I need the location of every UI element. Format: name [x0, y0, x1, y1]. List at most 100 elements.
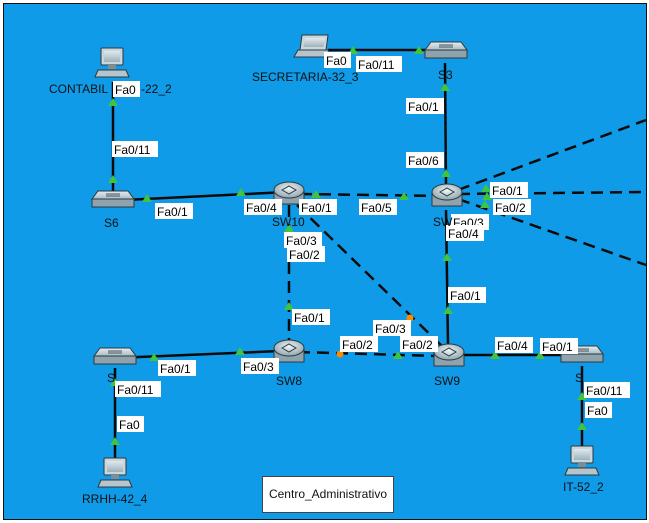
port-label: Fa0: [324, 52, 351, 68]
switch-s-left[interactable]: [93, 347, 137, 365]
svg-text:Fa0/2: Fa0/2: [495, 201, 526, 215]
device-label-sw9: SW9: [434, 374, 460, 388]
link-up-indicator: [490, 351, 500, 359]
port-label: Fa0/1: [292, 309, 330, 325]
svg-text:Fa0/1: Fa0/1: [160, 362, 191, 376]
pc-contabil[interactable]: [94, 47, 130, 78]
port-label: Fa0/2: [400, 336, 438, 352]
device-label-sw: SW: [433, 215, 453, 229]
links: [111, 48, 647, 460]
port-label: Fa0: [113, 81, 140, 97]
svg-text:Fa0/11: Fa0/11: [586, 384, 623, 398]
port-label: Fa0/1: [406, 98, 444, 114]
svg-text:Fa0/1: Fa0/1: [542, 340, 573, 354]
port-label: Fa0/3: [284, 232, 322, 248]
port-labels: Fa0 Fa0/11 Fa0/1 Fa0/6 Fa0 Fa0/11 Fa0/1 …: [112, 52, 630, 432]
svg-text:Fa0/3: Fa0/3: [243, 360, 274, 374]
link-sleft-sw8[interactable]: [115, 349, 281, 360]
svg-text:Fa0/2: Fa0/2: [402, 338, 433, 352]
port-label: Fa0/3: [241, 358, 279, 374]
svg-text:Fa0/4: Fa0/4: [497, 339, 528, 353]
port-label: Fa0/2: [340, 336, 378, 352]
multilayer-switch-sw[interactable]: [431, 183, 463, 207]
port-label: Fa0/4: [244, 199, 282, 215]
link-up-indicator: [443, 306, 453, 314]
area-label-text: Centro_Administrativo: [268, 487, 388, 501]
link-sw10-sw[interactable]: [299, 192, 446, 198]
link-warn-indicator: [336, 350, 344, 358]
device-labels: CONTABIL -22_2 SECRETARIA-32_3 S3 S6 SW1…: [49, 68, 604, 506]
svg-text:Fa0/6: Fa0/6: [408, 154, 439, 168]
port-label: Fa0/3: [373, 320, 411, 336]
link-up-indicator: [108, 98, 118, 106]
switch-s3[interactable]: [424, 41, 468, 59]
port-label: Fa0/2: [493, 199, 531, 215]
svg-text:Fa0/1: Fa0/1: [294, 311, 325, 325]
port-label: Fa0/4: [446, 225, 484, 241]
link-up-indicator: [535, 351, 545, 359]
port-label: Fa0/2: [287, 246, 325, 262]
svg-text:Fa0: Fa0: [115, 83, 136, 97]
svg-text:Fa0: Fa0: [119, 418, 140, 432]
svg-text:Fa0/2: Fa0/2: [342, 338, 373, 352]
device-label-sw8: SW8: [276, 374, 302, 388]
switch-s6[interactable]: [91, 190, 135, 208]
link-up-indicator: [149, 353, 159, 361]
device-label-contabil-suffix: -22_2: [141, 82, 172, 96]
link-up-indicator: [440, 83, 450, 91]
link-sw-offscreen-1[interactable]: [457, 118, 647, 192]
link-up-indicator: [414, 46, 424, 54]
svg-text:Fa0/1: Fa0/1: [301, 201, 332, 215]
port-label: Fa0: [117, 416, 144, 432]
pc-it[interactable]: [564, 445, 600, 476]
svg-text:Fa0/1: Fa0/1: [492, 184, 523, 198]
svg-text:Fa0/1: Fa0/1: [450, 289, 481, 303]
link-sw10-sw9[interactable]: [296, 204, 447, 351]
svg-text:Fa0/11: Fa0/11: [114, 143, 151, 157]
device-label-rrhh: RRHH-42_4: [82, 492, 148, 506]
link-up-indicator: [108, 175, 118, 183]
svg-text:Fa0/11: Fa0/11: [358, 58, 395, 72]
svg-text:Fa0/1: Fa0/1: [408, 100, 439, 114]
device-label-s3: S3: [438, 68, 453, 82]
port-label: Fa0/1: [158, 360, 196, 376]
link-sw8-sw9[interactable]: [297, 350, 438, 358]
link-up-indicator: [110, 437, 120, 445]
svg-text:Fa0/2: Fa0/2: [289, 248, 320, 262]
link-sw-offscreen-3[interactable]: [457, 197, 647, 267]
port-label: Fa0/6: [406, 152, 444, 168]
port-label: Fa0/1: [155, 203, 193, 219]
link-sw-offscreen-2[interactable]: [457, 190, 647, 196]
link-up-indicator: [142, 194, 152, 202]
link-s6-sw10[interactable]: [124, 190, 289, 202]
port-label: Fa0/11: [356, 56, 402, 72]
laptop-secretaria[interactable]: [293, 34, 333, 58]
svg-text:Fa0/1: Fa0/1: [157, 205, 188, 219]
device-label-s6: S6: [104, 216, 119, 230]
multilayer-switch-sw8[interactable]: [273, 339, 305, 363]
area-label-note[interactable]: Centro_Administrativo: [262, 476, 394, 513]
link-up-indicator: [480, 200, 490, 208]
pc-rrhh[interactable]: [97, 457, 133, 488]
svg-text:Fa0/4: Fa0/4: [448, 227, 479, 241]
link-up-indicator: [311, 190, 321, 198]
device-label-s-left: S: [107, 371, 115, 385]
link-up-indicator: [399, 192, 409, 200]
device-label-it: IT-52_2: [563, 480, 604, 494]
link-up-indicator: [284, 224, 294, 232]
multilayer-switch-sw9[interactable]: [433, 343, 465, 367]
svg-text:Fa0/3: Fa0/3: [375, 322, 406, 336]
port-label: Fa0/1: [540, 338, 578, 354]
svg-text:Fa0/5: Fa0/5: [361, 201, 392, 215]
device-label-s-right: S: [575, 371, 583, 385]
svg-text:Fa0/11: Fa0/11: [117, 383, 154, 397]
link-up-indicator: [236, 188, 246, 196]
link-up-indicator: [482, 192, 492, 200]
port-label: Fa0/4: [495, 337, 533, 353]
link-up-indicator: [577, 422, 587, 430]
link-warn-indicator: [406, 314, 414, 322]
port-label: Fa0/11: [112, 141, 158, 157]
port-label: Fa0/11: [115, 381, 161, 397]
